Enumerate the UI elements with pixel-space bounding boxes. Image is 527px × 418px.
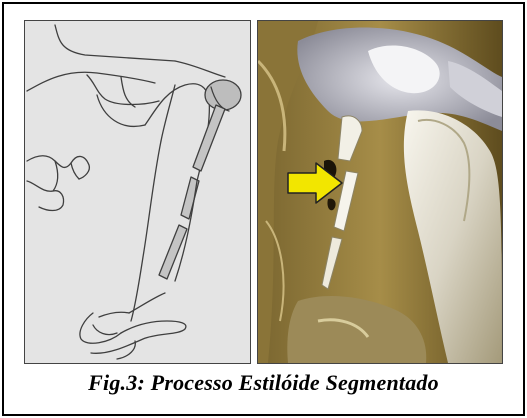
illustration-panel xyxy=(24,20,251,364)
skull-line-drawing xyxy=(25,21,250,363)
figure-caption: Fig.3: Processo Estilóide Segmentado xyxy=(0,370,527,396)
ct-3d-render xyxy=(258,21,502,363)
ct-reconstruction-image xyxy=(257,20,503,364)
